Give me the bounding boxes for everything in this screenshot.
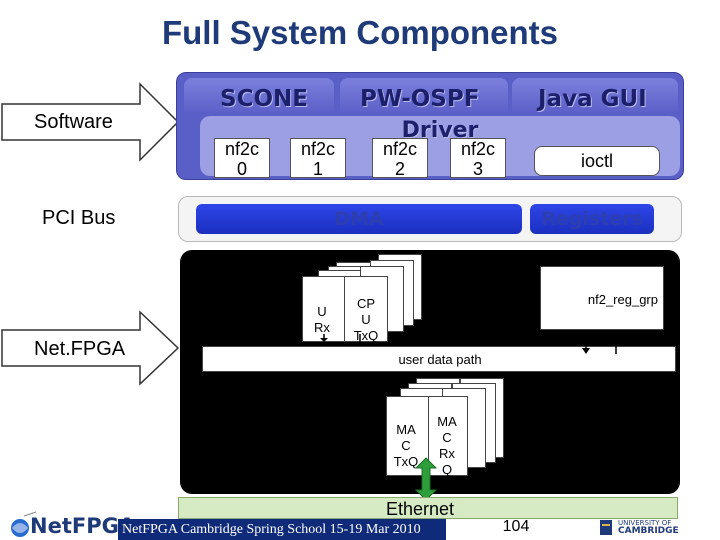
cpu-tx-line2: U (361, 312, 371, 327)
pwospf-label: PW-OSPF (360, 86, 480, 112)
nf2c0-interface: nf2c 0 (214, 138, 270, 179)
user-data-path-bar (202, 346, 676, 372)
cpu-tx-card (344, 276, 388, 342)
pwospf-tab (340, 78, 508, 112)
pci-bus-label: PCI Bus (42, 207, 116, 229)
nf2c2-index: 2 (394, 159, 405, 179)
ioctl-box: ioctl (534, 146, 660, 176)
nf2c2-interface: nf2c 2 (372, 138, 428, 179)
java-gui-label: Java GUI (538, 86, 647, 112)
nf2-reg-grp-box (540, 266, 664, 330)
cpu-rx-line2: Rx (314, 320, 330, 335)
registers-block: Registers (530, 204, 654, 234)
netfpga-label: Net.FPGA (34, 338, 126, 360)
page-title: Full System Components (161, 14, 559, 51)
mac-tx-line3: TxQ (393, 454, 419, 469)
cpu-rx-line1: U (317, 304, 327, 319)
mac-rx-card (428, 396, 468, 476)
nf2c0-name: nf2c (224, 139, 260, 159)
cambridge-crest-icon (600, 520, 612, 535)
nf2c3-name: nf2c (460, 139, 496, 159)
page-number: 104 (502, 518, 530, 535)
mac-rx-line1: MA (437, 414, 457, 429)
scone-label: SCONE (220, 86, 308, 112)
ethernet-arrow (414, 457, 438, 501)
dma-block: DMA (196, 204, 522, 234)
footer-banner: NetFPGA Cambridge Spring School 15-19 Ma… (118, 519, 446, 540)
mac-tx-line2: C (401, 438, 411, 453)
ethernet-bar (178, 497, 678, 519)
nf2c0-index: 0 (236, 159, 247, 179)
nf2c1-index: 1 (312, 159, 323, 179)
cpu-rx-card (302, 276, 346, 342)
mac-rx-line2: C (442, 430, 452, 445)
software-arrow (1, 82, 180, 162)
nf2c3-interface: nf2c 3 (450, 138, 506, 179)
mac-rx-line4: Q (441, 462, 453, 477)
scone-tab (184, 78, 334, 112)
mac-rx-line3: Rx (439, 446, 455, 461)
mac-tx-line1: MA (396, 422, 416, 437)
netfpga-arrow (1, 310, 180, 386)
nf2-reg-grp-label: nf2_reg_grp (587, 292, 658, 307)
cpu-tx-line1: CP (356, 296, 376, 311)
nf2c3-index: 3 (472, 159, 483, 179)
fpga-connectors (320, 330, 617, 354)
cambridge-logo-text: UNIVERSITY OF CAMBRIDGE (618, 519, 679, 536)
nf2c1-interface: nf2c 1 (290, 138, 346, 179)
cambridge-logo-line2: CAMBRIDGE (618, 526, 679, 536)
cambridge-logo-line1: UNIVERSITY OF (618, 519, 672, 527)
java-gui-tab (512, 78, 678, 112)
user-data-path-label: user data path (398, 352, 482, 367)
nf2c1-name: nf2c (300, 139, 336, 159)
ethernet-label: Ethernet (385, 499, 455, 519)
nf2c2-name: nf2c (382, 139, 418, 159)
netfpga-logo-text: NetFPGA (30, 514, 136, 538)
software-label: Software (34, 111, 113, 133)
netfpga-logo-icon (11, 511, 37, 537)
